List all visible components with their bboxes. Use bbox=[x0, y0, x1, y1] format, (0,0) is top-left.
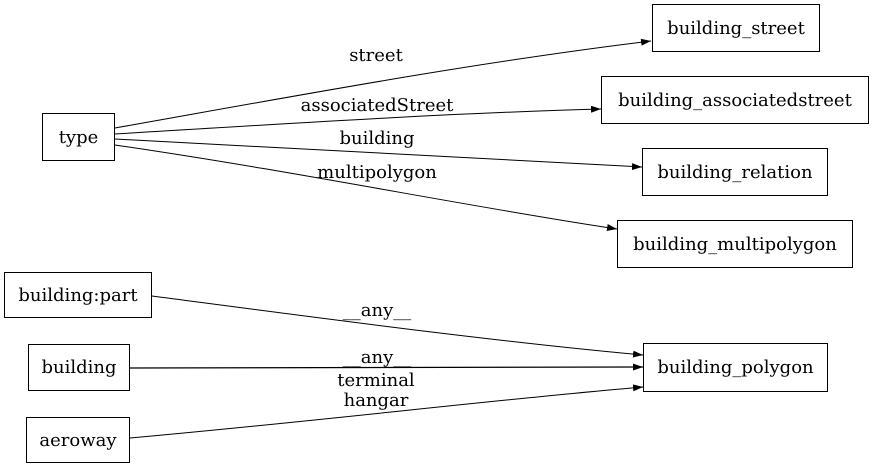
node-type: type bbox=[42, 113, 115, 161]
edge-label-multipolygon: multipolygon bbox=[317, 162, 437, 183]
edge-buildingpart-building-polygon bbox=[151, 295, 644, 358]
edge-label-hangar: hangar bbox=[343, 390, 409, 411]
node-building-part: building:part bbox=[4, 272, 152, 318]
edge-type-building-street bbox=[114, 38, 652, 129]
node-building-multipolygon: building_multipolygon bbox=[617, 220, 853, 268]
node-building-associatedstreet: building_associatedstreet bbox=[601, 76, 869, 124]
node-aeroway: aeroway bbox=[26, 417, 130, 463]
node-building-polygon: building_polygon bbox=[643, 343, 828, 392]
edge-building-building-polygon bbox=[129, 363, 644, 371]
edge-label-any-buildingpart: __any__ bbox=[342, 300, 412, 321]
edge-label-terminal: terminal bbox=[337, 370, 415, 391]
edge-label-terminal-hangar: terminal hangar bbox=[326, 371, 426, 411]
edge-label-building: building bbox=[339, 128, 415, 149]
edge-aeroway-building-polygon bbox=[129, 384, 644, 439]
node-building-relation: building_relation bbox=[642, 148, 828, 196]
edge-type-building-multipolygon bbox=[114, 144, 618, 231]
edge-type-building-relation bbox=[114, 138, 643, 171]
edge-label-street: street bbox=[349, 45, 403, 66]
edge-type-building-associatedstreet bbox=[114, 105, 602, 135]
edge-label-any-building: __any__ bbox=[342, 347, 412, 368]
edge-label-associatedstreet: associatedStreet bbox=[300, 95, 454, 116]
node-building: building bbox=[28, 344, 130, 391]
node-building-street: building_street bbox=[652, 4, 820, 52]
